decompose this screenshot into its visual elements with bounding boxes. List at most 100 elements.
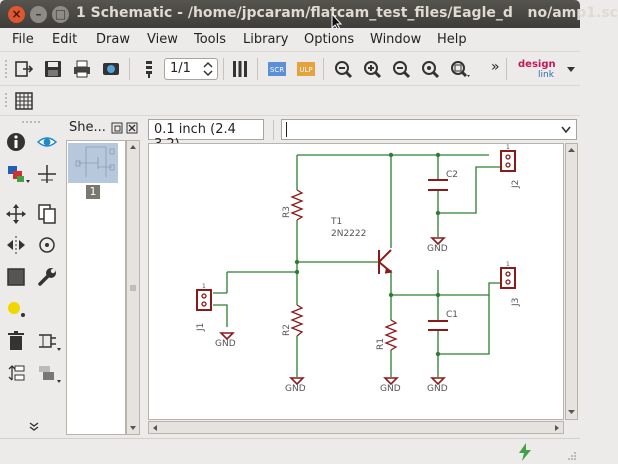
- sheet-select[interactable]: 1/1: [164, 58, 218, 80]
- change-wrench-icon[interactable]: [36, 266, 58, 288]
- canvas-vertical-scrollbar[interactable]: [565, 143, 578, 420]
- info-icon[interactable]: [5, 131, 27, 153]
- svg-text:GND: GND: [380, 384, 401, 394]
- svg-text:GND: GND: [427, 384, 448, 394]
- scroll-corner: [565, 421, 578, 434]
- title-bar[interactable]: × – □ 1 Schematic - /home/jpcaram/flatca…: [0, 0, 618, 31]
- svg-text:1: 1: [506, 261, 510, 268]
- move-icon[interactable]: [5, 203, 27, 225]
- menu-help[interactable]: Help: [437, 32, 467, 47]
- grid-icon[interactable]: [14, 91, 34, 111]
- delete-trash-icon[interactable]: [5, 330, 27, 352]
- menu-library[interactable]: Library: [243, 32, 289, 47]
- sheets-panel-title: She...: [69, 120, 106, 135]
- minimize-window-button[interactable]: –: [30, 6, 47, 23]
- svg-text:R3: R3: [282, 206, 292, 218]
- menu-edit[interactable]: Edit: [52, 32, 78, 47]
- connector-j3: [500, 267, 516, 289]
- close-window-button[interactable]: ×: [8, 6, 25, 23]
- save-icon[interactable]: [43, 59, 63, 79]
- show-eye-icon[interactable]: [36, 131, 58, 153]
- text-caret: [286, 122, 287, 137]
- sheets-panel-header: She...: [66, 119, 142, 139]
- svg-text:J3: J3: [511, 298, 521, 307]
- svg-text:J1: J1: [196, 323, 206, 332]
- svg-text:ULP: ULP: [299, 66, 312, 74]
- sheet-number-label: 1: [86, 185, 100, 199]
- menu-draw[interactable]: Draw: [96, 32, 130, 47]
- copy-icon[interactable]: [36, 203, 58, 225]
- ulp-icon[interactable]: ULP: [296, 59, 316, 79]
- open-file-icon[interactable]: [14, 59, 34, 79]
- resistor-r1: [384, 319, 398, 351]
- junction-dots: [294, 152, 441, 357]
- sheet-list-scrollbar[interactable]: [126, 140, 140, 435]
- switch-board-icon[interactable]: [139, 59, 159, 79]
- command-line-input[interactable]: [281, 119, 577, 140]
- svg-text:C2: C2: [446, 170, 458, 180]
- replace-icon[interactable]: [36, 362, 62, 384]
- command-history-chevron-icon[interactable]: [561, 126, 571, 134]
- menu-window[interactable]: Window: [370, 32, 422, 47]
- spin-arrows-icon: [203, 61, 213, 77]
- main-toolbar: 1/1 SCR ULP » design link: [0, 52, 580, 86]
- command-toolbar: [0, 116, 64, 438]
- more-tools-chevron-icon[interactable]: [29, 422, 39, 432]
- zoom-select-icon[interactable]: [449, 59, 473, 79]
- mark-origin-icon[interactable]: [36, 163, 58, 185]
- resize-grip-icon[interactable]: [567, 451, 577, 461]
- svg-text:GND: GND: [427, 244, 448, 254]
- toolbar-grip-icon: [22, 121, 40, 123]
- zoom-in-icon[interactable]: [362, 59, 382, 79]
- group-icon[interactable]: [5, 266, 27, 288]
- coordinate-display: 0.1 inch (2.4 3.2): [148, 119, 264, 152]
- zoom-fit-icon[interactable]: [333, 59, 353, 79]
- resistor-r2: [290, 304, 304, 337]
- svg-text:GND: GND: [215, 339, 236, 349]
- window-title: 1 Schematic - /home/jpcaram/flatcam_test…: [76, 5, 618, 21]
- toolbar-overflow-button[interactable]: »: [491, 59, 500, 75]
- sheet-select-value: 1/1: [170, 61, 191, 76]
- schematic-drawing[interactable]: R3 T1 2N2222 C2 J2 J1 R2 R1 C1 J3 GND GN…: [149, 144, 563, 419]
- menu-bar: File Edit Draw View Tools Library Option…: [0, 28, 580, 52]
- sheet-thumbnail[interactable]: [68, 143, 118, 183]
- edit-bars-icon[interactable]: [230, 59, 250, 79]
- svg-text:R2: R2: [282, 324, 292, 336]
- svg-text:T1: T1: [330, 217, 342, 227]
- toolbar-grip-icon: [5, 60, 7, 78]
- menu-view[interactable]: View: [147, 32, 178, 47]
- display-layers-icon[interactable]: [5, 163, 31, 185]
- menu-options[interactable]: Options: [304, 32, 355, 47]
- rotate-icon[interactable]: [36, 234, 58, 256]
- designlink-logo[interactable]: design link: [518, 59, 556, 80]
- capacitor-c2: [428, 179, 448, 191]
- wires: [213, 154, 501, 377]
- zoom-out-icon[interactable]: [391, 59, 411, 79]
- menu-file[interactable]: File: [12, 32, 34, 47]
- add-part-icon[interactable]: [36, 330, 62, 352]
- sheet-list[interactable]: 1: [66, 140, 126, 435]
- svg-text:R1: R1: [376, 338, 386, 350]
- print-icon[interactable]: [72, 59, 92, 79]
- float-panel-icon[interactable]: [111, 122, 123, 134]
- paste-icon[interactable]: [5, 298, 27, 320]
- zoom-redraw-icon[interactable]: [420, 59, 440, 79]
- close-panel-icon[interactable]: [126, 122, 138, 134]
- canvas-horizontal-scrollbar[interactable]: [148, 421, 564, 434]
- svg-text:C1: C1: [446, 310, 458, 320]
- pinswap-icon[interactable]: [5, 362, 27, 384]
- schematic-canvas[interactable]: R3 T1 2N2222 C2 J2 J1 R2 R1 C1 J3 GND GN…: [148, 143, 564, 420]
- svg-text:2N2222: 2N2222: [331, 229, 366, 239]
- chevron-down-icon[interactable]: [566, 66, 576, 74]
- cam-processor-icon[interactable]: [101, 59, 121, 79]
- lightning-icon[interactable]: [516, 442, 534, 462]
- svg-text:SCR: SCR: [270, 66, 284, 74]
- menu-tools[interactable]: Tools: [194, 32, 227, 47]
- script-icon[interactable]: SCR: [267, 59, 287, 79]
- maximize-window-button[interactable]: □: [52, 6, 69, 23]
- mirror-icon[interactable]: [5, 234, 27, 256]
- part-labels: R3 T1 2N2222 C2 J2 J1 R2 R1 C1 J3 GND GN…: [196, 170, 521, 394]
- connector-j2: [500, 150, 516, 172]
- secondary-toolbar: [0, 86, 580, 116]
- status-bar: [0, 438, 580, 464]
